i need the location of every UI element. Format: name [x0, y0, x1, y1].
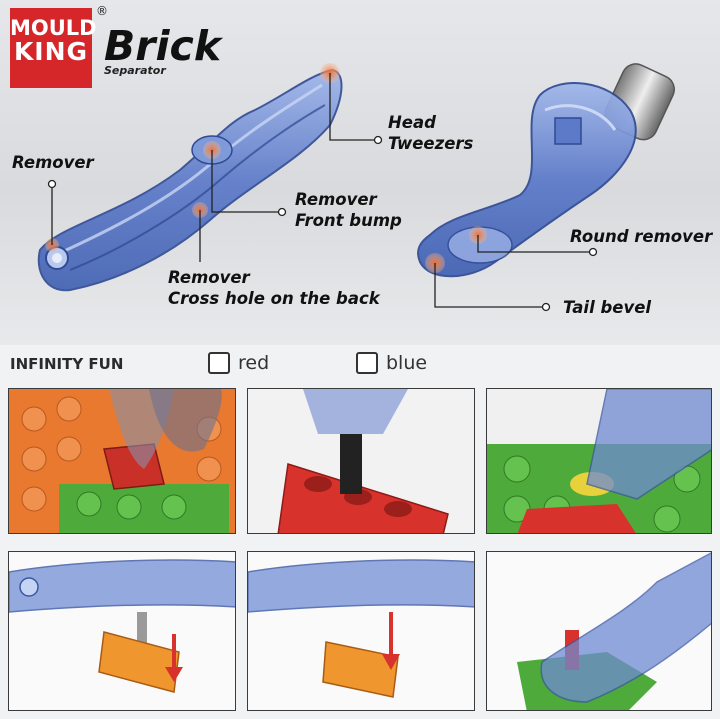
- leader-end-dots: [47, 135, 598, 312]
- product-subtitle: Separator: [104, 64, 166, 77]
- callout-head-tweezers: Head Tweezers: [388, 113, 473, 154]
- option-blue-label: blue: [386, 352, 428, 374]
- demo-photo-3: [486, 388, 712, 534]
- callout-cross-line2: Cross hole on the back: [168, 288, 380, 308]
- mould-king-logo: MOULD KING: [10, 8, 97, 88]
- option-red[interactable]: red: [208, 352, 269, 374]
- callout-front-bump: Remover Front bump: [295, 190, 402, 231]
- callout-head-line1: Head: [388, 113, 436, 132]
- leader-lines: [51, 73, 593, 308]
- demo-photo-6: [486, 551, 712, 711]
- option-blue[interactable]: blue: [356, 352, 427, 374]
- demo-photo-2: [247, 388, 475, 534]
- tool-illustration: [37, 63, 675, 312]
- callout-remover: Remover: [12, 153, 94, 172]
- demo-photo-4: [8, 551, 236, 711]
- logo-line1: MOULD: [10, 16, 97, 40]
- section-title: INFINITY FUN: [10, 355, 124, 373]
- product-name: Brick: [104, 22, 222, 70]
- demo-photo-1: [8, 388, 236, 534]
- registered-mark: ®: [96, 4, 108, 18]
- checkbox-blue[interactable]: [356, 352, 378, 374]
- checkbox-red[interactable]: [208, 352, 230, 374]
- logo-line2: KING: [13, 37, 89, 67]
- callout-cross-line1: Remover: [168, 268, 250, 287]
- callout-tail-bevel: Tail bevel: [563, 298, 652, 317]
- callout-head-line2: Tweezers: [388, 133, 474, 153]
- callout-front-line1: Remover: [295, 190, 377, 209]
- separator-tool-left: [37, 68, 343, 292]
- callout-round-remover: Round remover: [570, 227, 713, 246]
- demo-photo-5: [247, 551, 475, 711]
- callout-front-line2: Front bump: [295, 210, 402, 230]
- callout-cross-hole: Remover Cross hole on the back: [168, 268, 380, 309]
- option-red-label: red: [238, 352, 270, 374]
